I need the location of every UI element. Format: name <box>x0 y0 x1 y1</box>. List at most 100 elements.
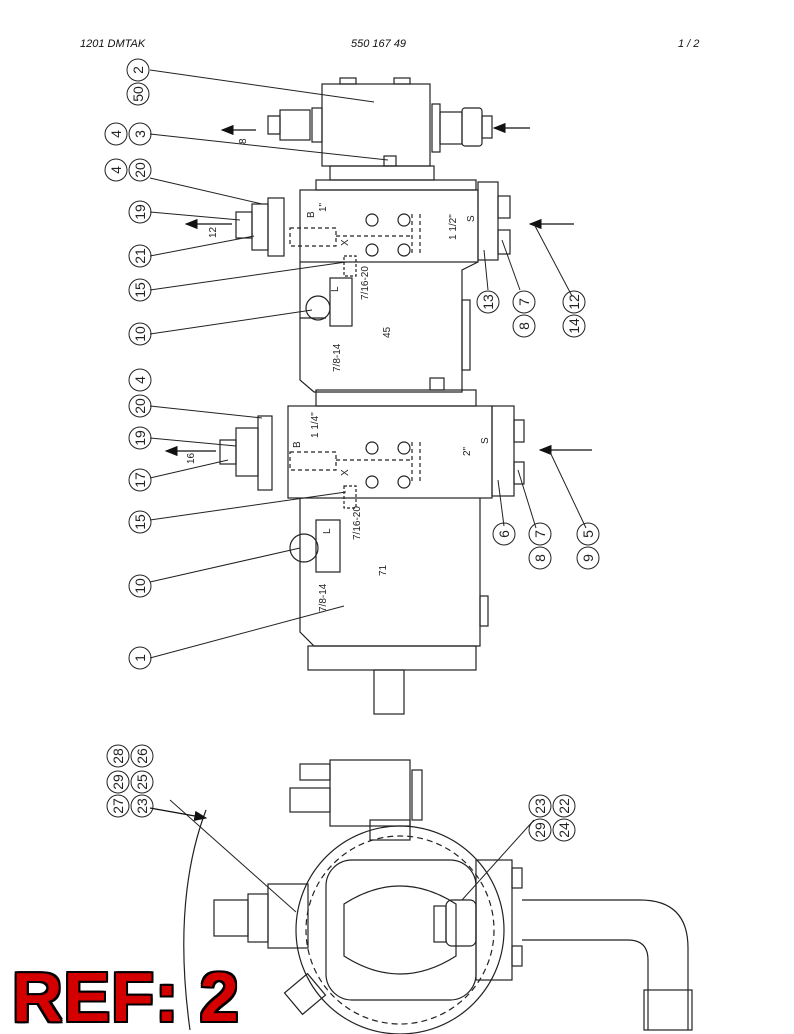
pump-end-view <box>183 759 693 1034</box>
callout-20b: 20 <box>128 394 152 418</box>
svg-text:8: 8 <box>516 322 532 330</box>
thread-7-8-label: 7/8-14 <box>332 343 343 372</box>
ref-label: REF: 2 <box>12 958 240 1034</box>
callout-29b: 29 <box>528 818 552 842</box>
callout-27: 27 <box>106 794 130 818</box>
callout-8b: 8 <box>528 546 552 570</box>
port-b-label: B <box>306 211 317 218</box>
svg-text:10: 10 <box>132 578 148 594</box>
callout-24: 24 <box>552 818 576 842</box>
dim-1-1-4-label: 1 1/4" <box>310 412 321 438</box>
dim-1in-label: 1" <box>318 202 329 212</box>
top-valve-block <box>267 77 493 181</box>
port-s2-label: S <box>480 437 491 444</box>
lower-pump-71 <box>219 389 525 715</box>
callout-25: 25 <box>130 770 154 794</box>
callout-29a: 29 <box>106 770 130 794</box>
callout-20a: 20 <box>128 158 152 182</box>
svg-text:25: 25 <box>134 774 150 790</box>
port-l-label: L <box>330 286 341 292</box>
callout-14: 14 <box>562 314 586 338</box>
arrow-16-label: 16 <box>186 452 197 464</box>
svg-text:24: 24 <box>556 822 572 838</box>
callout-15a: 15 <box>128 278 152 302</box>
callout-1: 1 <box>128 646 152 670</box>
callout-6: 6 <box>492 522 516 546</box>
callout-4b: 4 <box>104 158 128 182</box>
callouts: 2 50 4 3 4 20 19 21 15 10 13 8 7 14 12 4… <box>104 58 600 842</box>
dim-2in-label: 2" <box>462 446 473 456</box>
callout-8a: 8 <box>512 314 536 338</box>
svg-text:29: 29 <box>532 822 548 838</box>
svg-text:1: 1 <box>132 654 148 662</box>
svg-text:12: 12 <box>566 294 582 310</box>
svg-text:26: 26 <box>134 748 150 764</box>
svg-text:4: 4 <box>132 376 148 384</box>
svg-text:10: 10 <box>132 326 148 342</box>
thread-7-16-label: 7/16-20 <box>360 266 371 300</box>
upper-pump-45 <box>235 179 511 393</box>
svg-text:50: 50 <box>130 86 146 102</box>
svg-text:22: 22 <box>556 798 572 814</box>
svg-text:21: 21 <box>132 248 148 264</box>
svg-text:27: 27 <box>110 798 126 814</box>
callout-2: 2 <box>126 58 150 82</box>
callout-19b: 19 <box>128 426 152 450</box>
callout-5: 5 <box>576 522 600 546</box>
svg-text:23: 23 <box>134 798 150 814</box>
callout-10a: 10 <box>128 322 152 346</box>
callout-7b: 7 <box>528 522 552 546</box>
svg-text:28: 28 <box>110 748 126 764</box>
svg-text:15: 15 <box>132 282 148 298</box>
callout-13: 13 <box>476 290 500 314</box>
callout-50: 50 <box>126 82 150 106</box>
thread-7-16-b-label: 7/16-20 <box>352 506 363 540</box>
svg-text:6: 6 <box>496 530 512 538</box>
callout-10b: 10 <box>128 574 152 598</box>
callout-22: 22 <box>552 794 576 818</box>
port-x-label: X <box>340 239 351 246</box>
callout-4c: 4 <box>128 368 152 392</box>
callout-23b: 23 <box>528 794 552 818</box>
svg-text:19: 19 <box>132 430 148 446</box>
callout-23a: 23 <box>130 794 154 818</box>
svg-text:7: 7 <box>516 298 532 306</box>
svg-text:20: 20 <box>132 398 148 414</box>
header-part-name: 1201 DMTAK <box>80 38 146 50</box>
port-b2-label: B <box>292 441 303 448</box>
callout-17: 17 <box>128 468 152 492</box>
svg-text:2: 2 <box>130 66 146 74</box>
drawing-annotations: B 1" 1 1/2" S X 7/16-20 7/8-14 L 45 8 12… <box>186 138 491 612</box>
svg-text:8: 8 <box>532 554 548 562</box>
callout-26: 26 <box>130 744 154 768</box>
code-45-label: 45 <box>382 326 393 338</box>
svg-text:19: 19 <box>132 204 148 220</box>
callout-21: 21 <box>128 244 152 268</box>
callout-19a: 19 <box>128 200 152 224</box>
port-x2-label: X <box>340 469 351 476</box>
svg-text:15: 15 <box>132 514 148 530</box>
svg-text:13: 13 <box>480 294 496 310</box>
callout-15b: 15 <box>128 510 152 534</box>
callout-12: 12 <box>562 290 586 314</box>
dim-1-1-2-label: 1 1/2" <box>448 214 459 240</box>
svg-text:29: 29 <box>110 774 126 790</box>
header-page-number: 1 / 2 <box>678 38 700 50</box>
arrow-12-label: 12 <box>208 226 219 238</box>
svg-text:14: 14 <box>566 318 582 334</box>
svg-text:4: 4 <box>108 166 124 174</box>
leader-lines <box>149 69 587 913</box>
svg-text:20: 20 <box>132 162 148 178</box>
svg-text:4: 4 <box>108 130 124 138</box>
arrow-8-label: 8 <box>238 138 249 144</box>
thread-7-8-b-label: 7/8-14 <box>318 583 329 612</box>
callout-4a: 4 <box>104 122 128 146</box>
header-part-number: 550 167 49 <box>351 38 407 50</box>
callout-9: 9 <box>576 546 600 570</box>
callout-3: 3 <box>128 122 152 146</box>
svg-text:9: 9 <box>580 554 596 562</box>
flow-arrows <box>149 122 592 822</box>
svg-text:23: 23 <box>532 798 548 814</box>
